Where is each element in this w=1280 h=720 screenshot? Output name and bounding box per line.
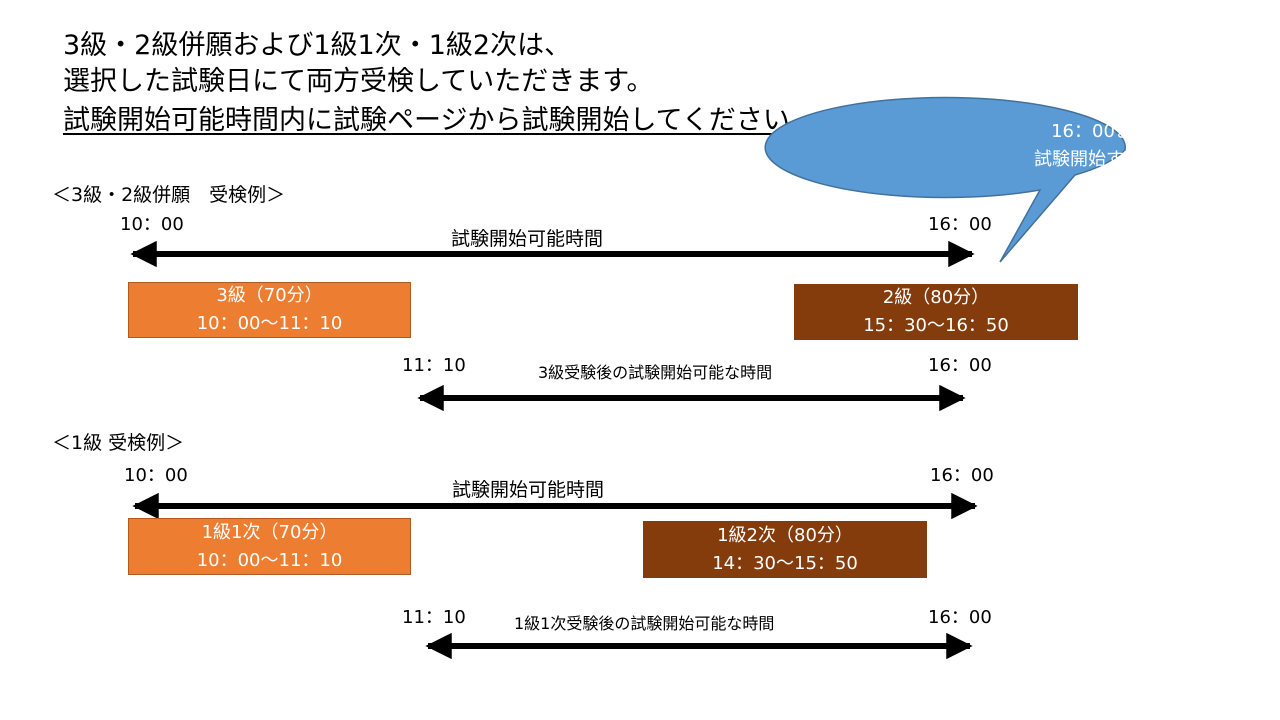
section2-after-start: 11：10	[402, 607, 466, 628]
section2-box-1kyu-1ji: 1級1次（70分） 10：00～11：10	[128, 518, 411, 575]
section2-end-time: 16：00	[930, 465, 994, 486]
section2-after-end: 16：00	[928, 607, 992, 628]
section1-box-2kyu-title: 2級（80分）	[882, 287, 990, 308]
callout-text: 16：00までに 試験開始すればOK	[960, 118, 1260, 174]
callout-line-2: 試験開始すればOK	[1034, 149, 1186, 170]
heading-line-3: 試験開始可能時間内に試験ページから試験開始してください。	[63, 105, 817, 136]
callout-line-1: 16：00までに	[1051, 121, 1169, 142]
section1-after-end: 16：00	[928, 355, 992, 376]
section1-after-label: 3級受験後の試験開始可能な時間	[538, 363, 773, 382]
section2-box-1kyu-1ji-title: 1級1次（70分）	[201, 521, 338, 543]
section2-box-1kyu-2ji-title: 1級2次（80分）	[717, 524, 853, 546]
section2-box-1kyu-2ji-time: 14：30～15：50	[712, 552, 858, 574]
section1-after-start: 11：10	[402, 355, 466, 376]
section1-range-label: 試験開始可能時間	[451, 228, 604, 250]
section1-title: ＜3級・2級併願 受検例＞	[52, 184, 286, 206]
heading-line-1: 3級・2級併願および1級1次・1級2次は、	[63, 30, 572, 61]
heading-line-2: 選択した試験日にて両方受検していただきます。	[63, 66, 654, 97]
section2-after-label: 1級1次受験後の試験開始可能な時間	[514, 614, 775, 633]
section1-box-2kyu: 2級（80分） 15：30～16：50	[794, 284, 1078, 340]
section1-end-time: 16：00	[928, 214, 992, 235]
section2-start-time: 10：00	[124, 465, 188, 486]
section2-range-label: 試験開始可能時間	[452, 479, 605, 501]
section1-box-3kyu-time: 10：00～11：10	[196, 313, 343, 334]
section1-start-time: 10：00	[120, 214, 184, 235]
section1-box-2kyu-time: 15：30～16：50	[863, 315, 1009, 336]
section2-box-1kyu-1ji-time: 10：00～11：10	[196, 549, 343, 571]
section1-box-3kyu-title: 3級（70分）	[216, 285, 323, 306]
section1-box-3kyu: 3級（70分） 10：00～11：10	[128, 282, 411, 338]
section2-box-1kyu-2ji: 1級2次（80分） 14：30～15：50	[643, 521, 927, 578]
section2-title: ＜1級 受検例＞	[52, 432, 185, 454]
